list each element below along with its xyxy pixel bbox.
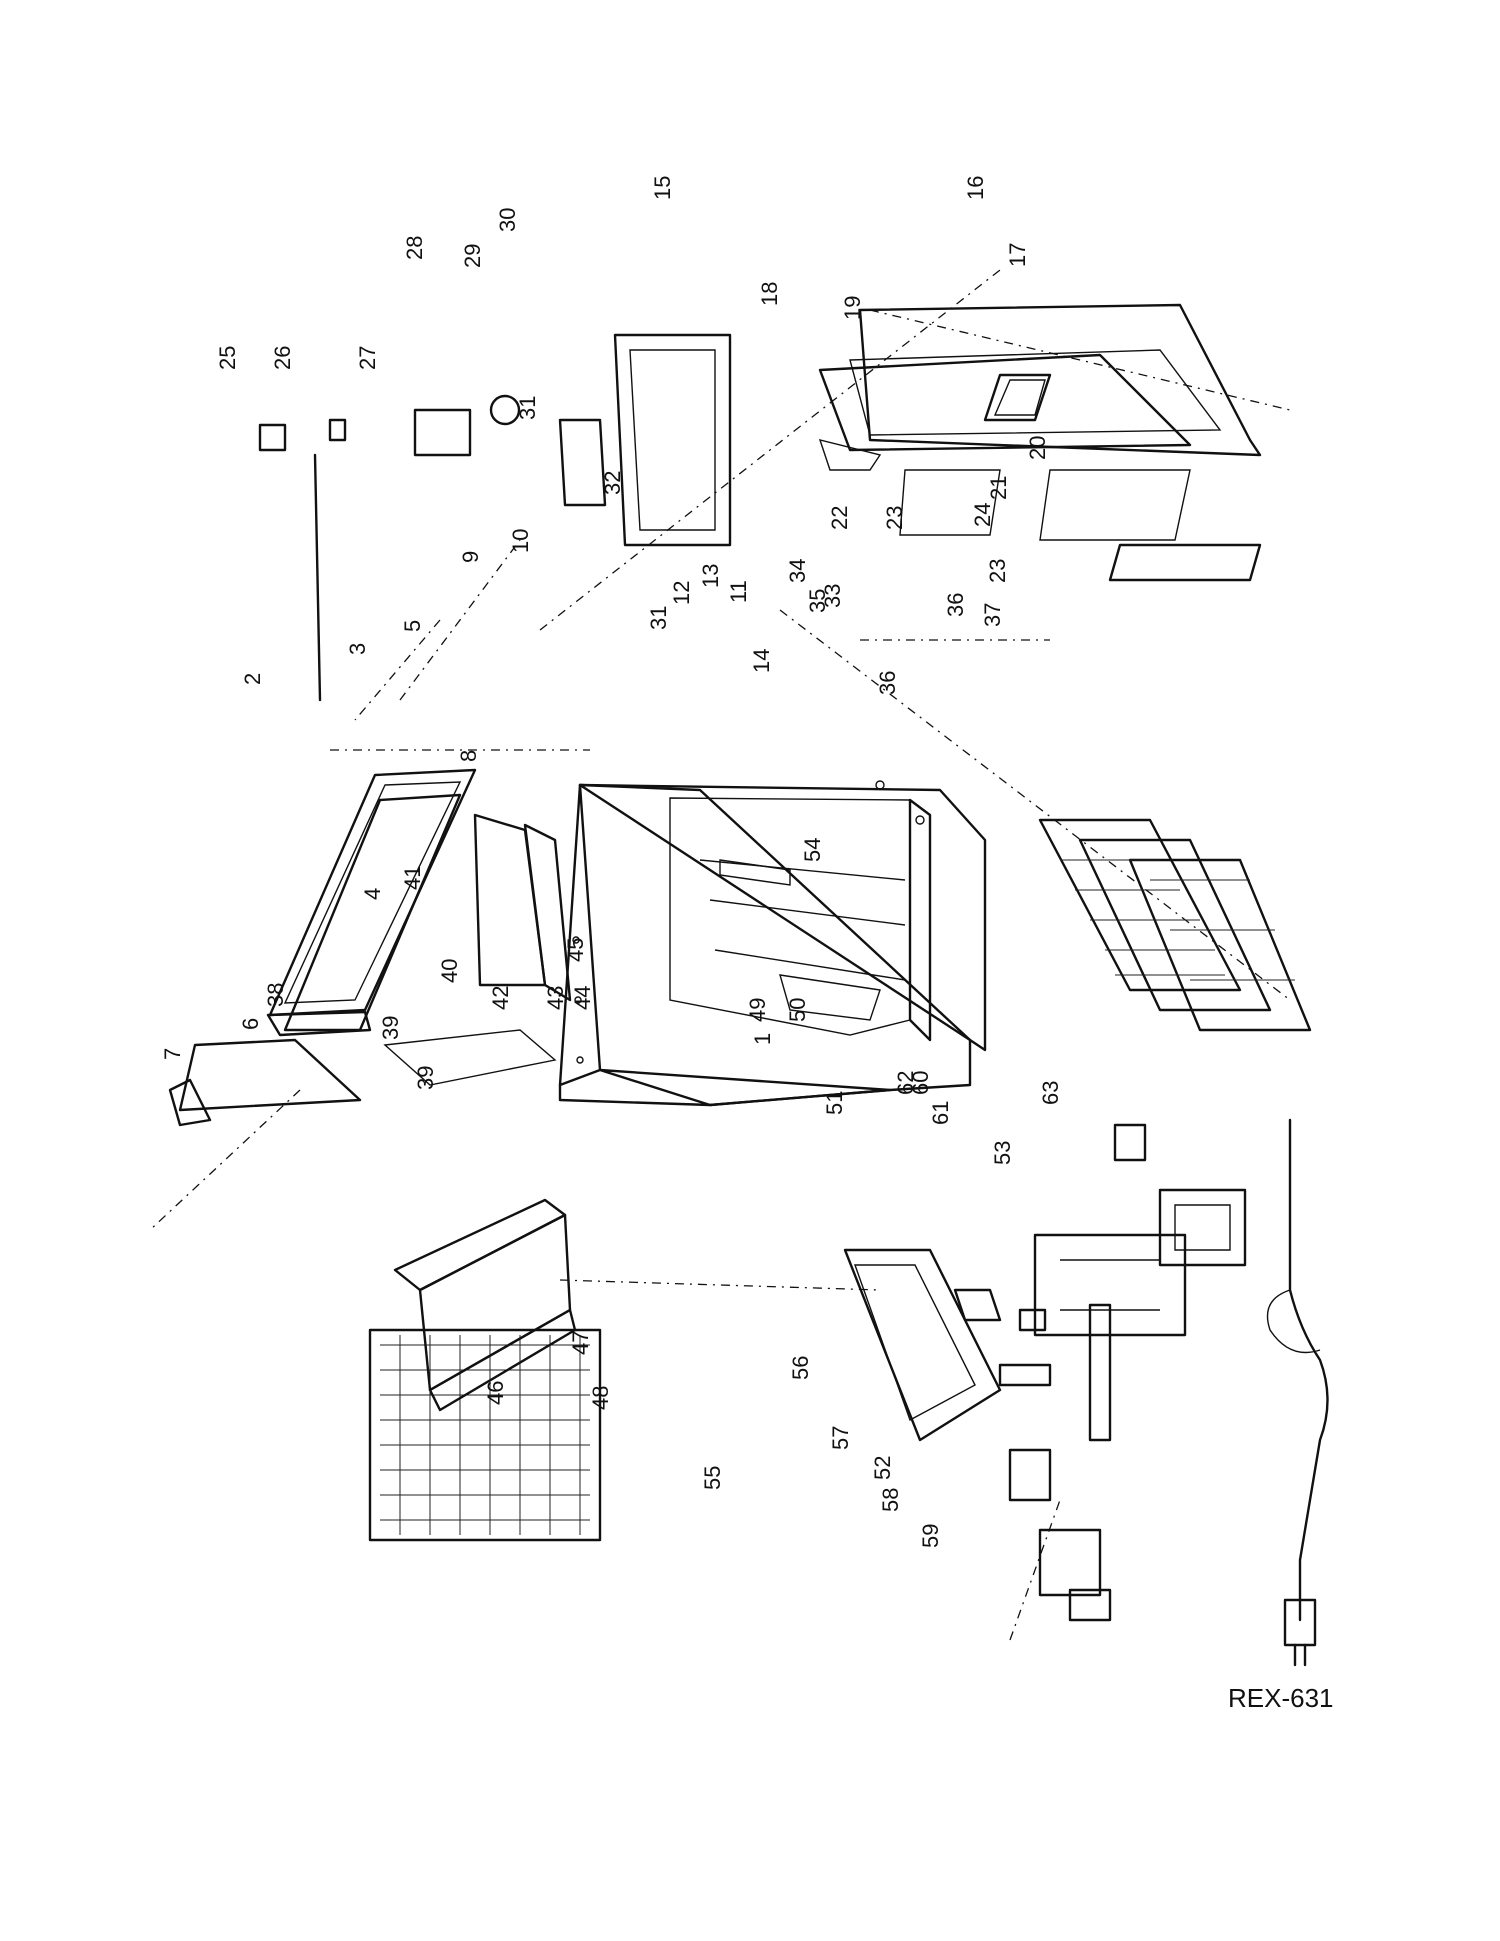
callout-label: 53 (990, 1141, 1015, 1165)
door-assembly (818, 303, 1262, 582)
callout-label: 39 (413, 1066, 438, 1090)
callout-label: 43 (543, 986, 568, 1010)
callout-label: 4 (360, 888, 385, 900)
callout-label: 28 (402, 236, 427, 260)
callout-label: 16 (963, 176, 988, 200)
callout-label: 41 (400, 866, 425, 890)
callout-label: 29 (460, 244, 485, 268)
callout-label: 59 (918, 1524, 943, 1548)
callout-label: 55 (700, 1466, 725, 1490)
callout-label: 57 (828, 1426, 853, 1450)
callout-label: 63 (1038, 1081, 1063, 1105)
callout-label: 34 (785, 559, 810, 583)
callout-label: 15 (650, 176, 675, 200)
callout-label: 18 (757, 282, 782, 306)
power-cord (1266, 1118, 1329, 1667)
thermostat-parts (258, 333, 732, 702)
callout-label: 22 (827, 506, 852, 530)
callout-label: 24 (970, 503, 995, 527)
callout-label: 52 (870, 1456, 895, 1480)
callout-label: 13 (698, 564, 723, 588)
callout-label: 40 (437, 959, 462, 983)
callout-label: 1 (750, 1033, 775, 1045)
callout-label: 31 (515, 396, 540, 420)
callout-label: 51 (822, 1091, 847, 1115)
cabinet-body (558, 780, 987, 1107)
shelves (1038, 818, 1312, 1032)
callout-label: 5 (400, 620, 425, 632)
callout-label: 17 (1005, 243, 1030, 267)
callout-label: 3 (345, 643, 370, 655)
callout-label: 33 (820, 584, 845, 608)
callout-label: 45 (563, 938, 588, 962)
callout-label: 21 (986, 476, 1011, 500)
callout-label: 6 (238, 1018, 263, 1030)
callout-label: 2 (240, 673, 265, 685)
callout-label: 10 (508, 529, 533, 553)
callout-label: 25 (215, 346, 240, 370)
callout-label: 20 (1025, 436, 1050, 460)
callout-label: 37 (980, 603, 1005, 627)
callout-label: 9 (458, 551, 483, 563)
callout-label: 36 (875, 671, 900, 695)
top-panels (168, 768, 572, 1127)
callout-label: 27 (355, 346, 380, 370)
callout-label: 26 (270, 346, 295, 370)
callout-label: 14 (749, 649, 774, 673)
callout-label: 23 (985, 559, 1010, 583)
callout-label: 32 (600, 471, 625, 495)
callout-label: 60 (908, 1071, 933, 1095)
callout-label: 49 (745, 998, 770, 1022)
callout-label: 38 (263, 983, 288, 1007)
callout-label: 39 (378, 1016, 403, 1040)
callout-label: 23 (882, 506, 907, 530)
callout-label: 7 (160, 1048, 185, 1060)
callout-label: 50 (785, 998, 810, 1022)
document-code: REX-631 (1228, 1683, 1334, 1713)
callout-label: 19 (840, 296, 865, 320)
callout-label: 46 (483, 1381, 508, 1405)
callout-label: 42 (488, 986, 513, 1010)
callout-label: 11 (726, 580, 751, 603)
callout-labels: 1 2 3 4 5 6 7 8 9 10 11 12 13 14 15 16 1… (160, 176, 1063, 1548)
condenser (368, 1198, 602, 1542)
callout-label: 36 (943, 593, 968, 617)
callout-label: 58 (878, 1488, 903, 1512)
callout-label: 31 (646, 606, 671, 630)
callout-label: 56 (788, 1356, 813, 1380)
compressor-assembly (843, 1123, 1247, 1622)
callout-label: 61 (928, 1101, 953, 1125)
center-lines (149, 269, 1291, 1641)
callout-label: 54 (800, 838, 825, 862)
callout-label: 30 (495, 208, 520, 232)
callout-label: 44 (570, 986, 595, 1010)
callout-label: 12 (669, 581, 694, 605)
callout-label: 8 (456, 750, 481, 762)
callout-label: 48 (588, 1386, 613, 1410)
callout-label: 62 (893, 1071, 918, 1095)
callout-label: 35 (805, 589, 830, 613)
callout-label: 47 (568, 1331, 593, 1355)
